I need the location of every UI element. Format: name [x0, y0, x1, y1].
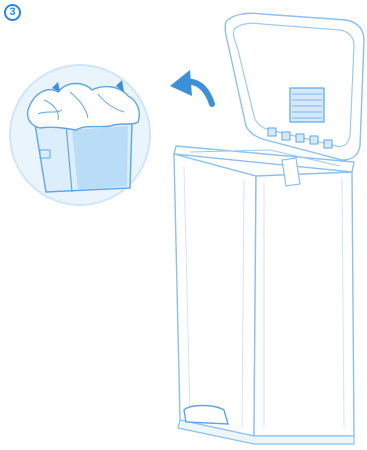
step-trash-can-icon — [174, 146, 354, 444]
curved-arrow-icon — [170, 70, 212, 104]
bag-detail-icon — [10, 65, 150, 205]
open-lid — [225, 13, 364, 160]
